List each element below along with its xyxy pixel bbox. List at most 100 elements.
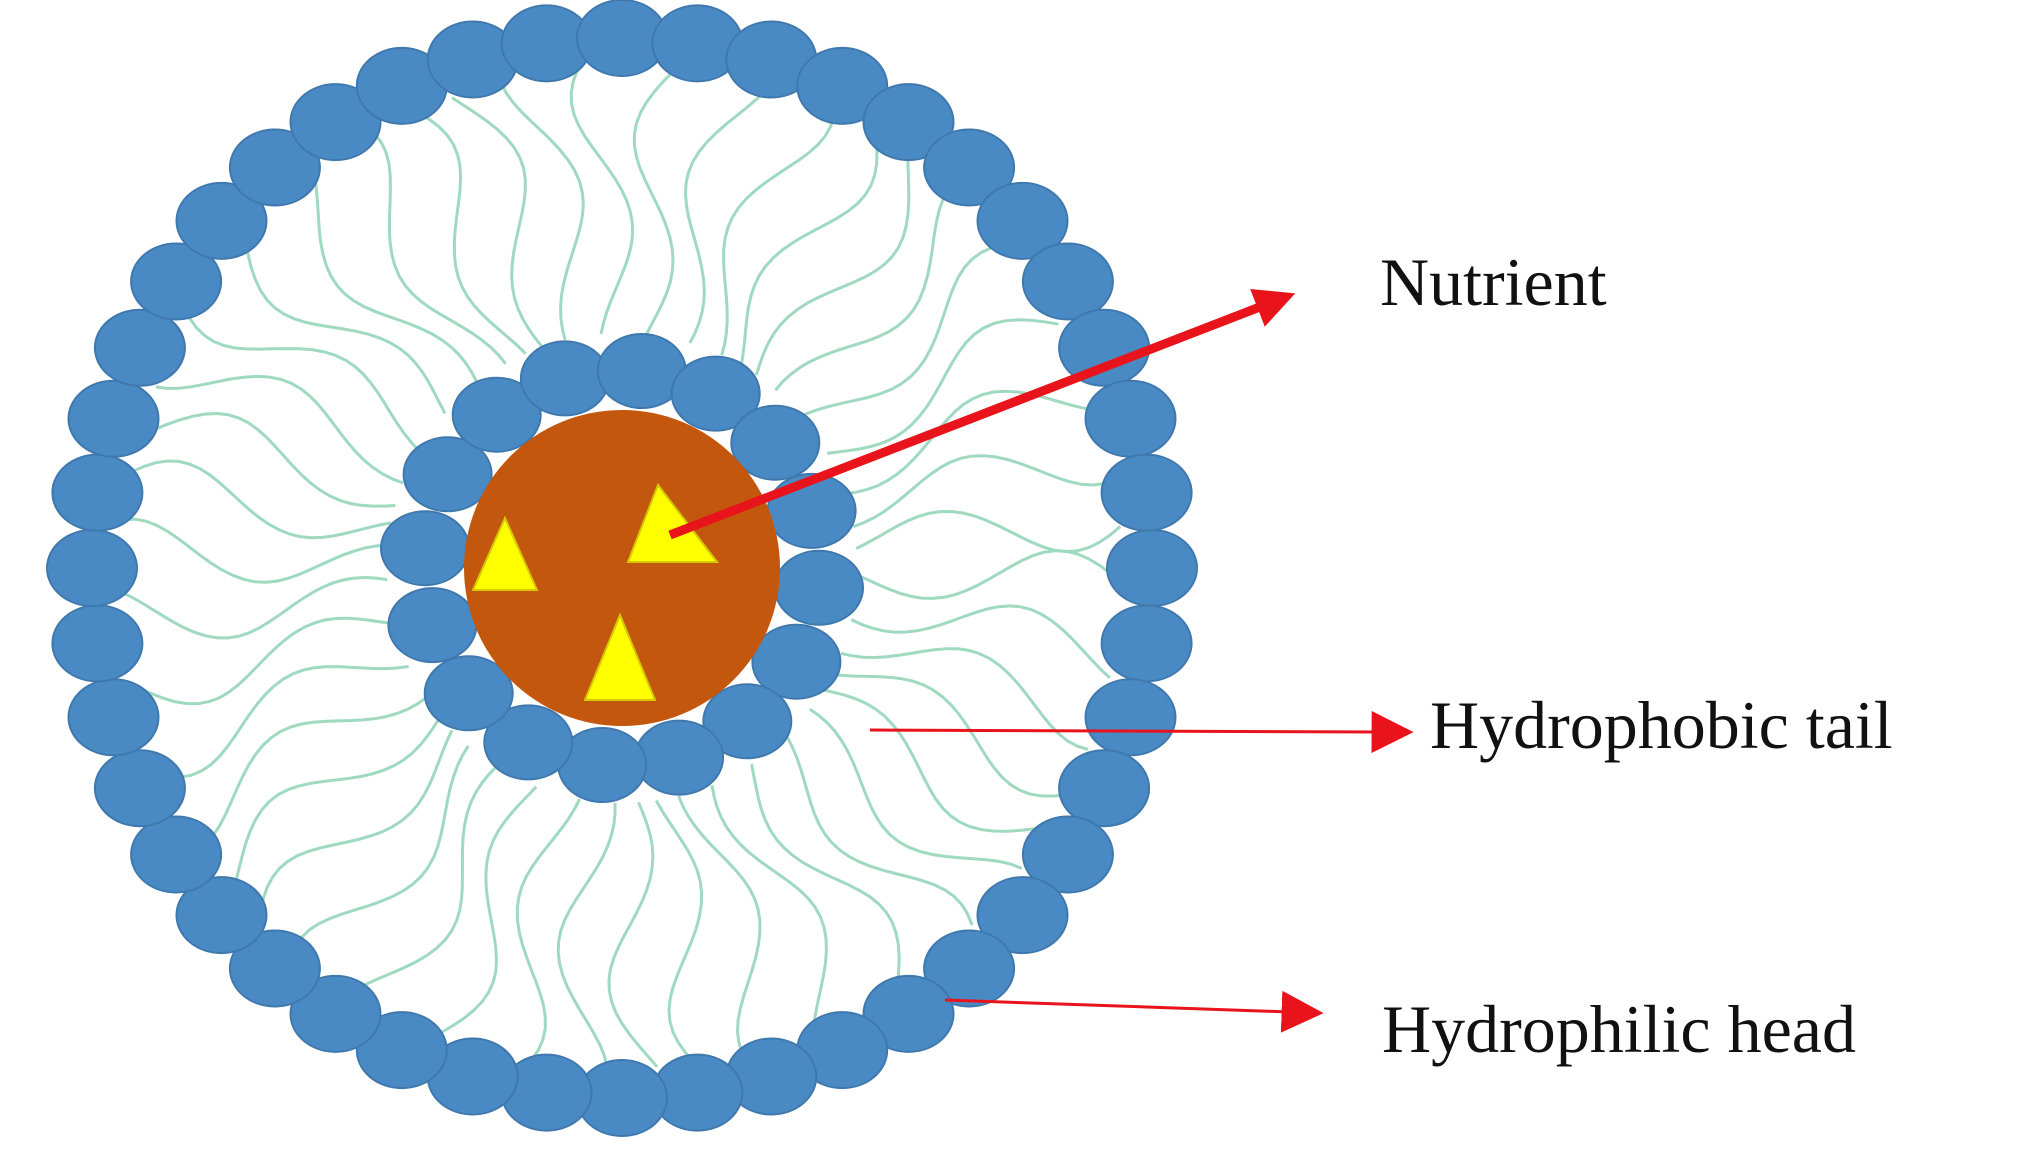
hydrophilic-head (751, 623, 842, 700)
hydrophilic-head (93, 308, 186, 387)
nutrient-triangle (471, 515, 539, 591)
hydrophilic-head (51, 453, 144, 532)
hydrophilic-head (1084, 379, 1177, 458)
hydrophobic-tail (416, 110, 527, 355)
hydrophobic-tail (754, 157, 911, 376)
outer-heads-ring (46, 0, 1198, 1137)
hydrophobic-tail (499, 82, 585, 341)
hydrophilic-head (289, 83, 382, 162)
hydrophilic-head (228, 128, 321, 207)
hydrophobic-tail (809, 707, 1023, 870)
hydrophilic-head (46, 529, 138, 607)
hydrophobic-tail (569, 69, 635, 335)
hydrophilic-head (730, 404, 821, 481)
hydrophobic-tail (827, 318, 1059, 455)
hydrophilic-head (796, 46, 889, 125)
hydrophilic-head (451, 376, 542, 453)
hydrophilic-head (1100, 453, 1193, 532)
hydrophilic-head (923, 929, 1016, 1008)
hydrophobic-tail (750, 763, 901, 986)
hydrophobic-tail (850, 604, 1111, 679)
hydrophilic-head (130, 242, 223, 321)
hydrophobic-tail (121, 575, 388, 640)
hydrophilic-head (1021, 242, 1114, 321)
nutrient-triangles-group (471, 482, 720, 701)
hydrophobic-tail (438, 785, 538, 1035)
hydrophilic-head (774, 549, 864, 626)
head-pointer-arrow (944, 990, 1324, 1033)
hydrophilic-head (130, 815, 223, 894)
hydrophilic-head (1084, 678, 1177, 757)
hydrophilic-head (702, 683, 793, 760)
hydrophobic-tail (800, 243, 1004, 418)
hydrophobic-tail (607, 801, 659, 1068)
hydrophilic-head (355, 1011, 448, 1090)
hydrophobic-tail (167, 665, 409, 779)
hydrophobic-tail (852, 454, 1115, 529)
hydrophilic-head (1021, 815, 1114, 894)
nutrient-label: Nutrient (1380, 244, 1607, 320)
hydrophilic-head (175, 181, 268, 260)
hydrophobic-tail (739, 137, 879, 366)
hydrophilic-head (228, 929, 321, 1008)
hydrophobic-tail (831, 672, 1069, 798)
hydrophilic-head (175, 876, 268, 955)
hydrophobic-tail (774, 188, 950, 392)
hydrophobic-tail (720, 114, 836, 356)
hydrophilic-head (976, 181, 1069, 260)
hydrophobic-tail (654, 799, 704, 1064)
inner-heads-ring (380, 333, 864, 803)
hydrophilic-head (862, 83, 955, 162)
hydrophilic-head (670, 355, 761, 432)
hydrophilic-head (380, 510, 470, 587)
hydrophobic-tail (312, 173, 479, 384)
hydrophilic-head (976, 876, 1069, 955)
hydrophobic-tail (353, 765, 498, 992)
hydrophilic-head (51, 604, 144, 683)
hydrophobic-tail (293, 745, 470, 948)
hydrophilic-head (289, 974, 382, 1053)
hydrophilic-head (519, 340, 610, 417)
hydrophobic-tail (515, 798, 581, 1061)
hydrophilic-head (1058, 749, 1151, 828)
hydrophobic-tail (130, 459, 392, 540)
hydrophobic-tail (139, 411, 396, 508)
hydrophilic-head (1100, 604, 1193, 683)
hydrophilic-head (67, 379, 160, 458)
hydrophilic-head (634, 719, 725, 796)
hydrophobic-tail (632, 69, 676, 335)
hydrophilic-head (862, 974, 955, 1053)
hydrophilic-head (1058, 308, 1151, 387)
nutrient-pointer-arrow (668, 289, 1296, 540)
hydrophilic-head (423, 655, 514, 732)
hydrophobic-tail (155, 374, 404, 485)
hydrophobic-tail (822, 688, 1050, 833)
hydrophobic-tail (855, 509, 1122, 554)
hydrophobic-tail (135, 616, 394, 706)
hydrophilic-head (402, 436, 493, 513)
hydrophilic-head (67, 678, 160, 757)
tail-pointer-arrow (869, 710, 1414, 753)
hydrophobic-tails-group (121, 69, 1123, 1069)
hydrophobic-tail (844, 389, 1097, 496)
hydrophobic-tail-label: Hydrophobic tail (1430, 687, 1893, 763)
nutrient-triangle (583, 612, 657, 701)
hydrophobic-tail (187, 316, 420, 452)
hydrophobic-tail (710, 784, 828, 1031)
hydrophilic-head-label: Hydrophilic head (1382, 991, 1856, 1067)
hydrophilic-head (483, 704, 574, 781)
hydrophobic-tail (451, 96, 544, 348)
hydrophobic-tail (233, 716, 442, 886)
hydrophobic-tail (258, 729, 454, 914)
hydrophobic-tail (840, 647, 1089, 751)
hydrophobic-tail (204, 696, 427, 846)
hydrophobic-tail (785, 735, 974, 926)
hydrophilic-head (923, 128, 1016, 207)
hydrophobic-tail (556, 802, 617, 1069)
hydrophobic-tail (243, 238, 447, 415)
hydrophilic-head (1106, 529, 1198, 607)
hydrophobic-tail (856, 549, 1123, 600)
hydrophobic-tail (683, 88, 768, 344)
hydrophobic-tail (373, 132, 507, 365)
